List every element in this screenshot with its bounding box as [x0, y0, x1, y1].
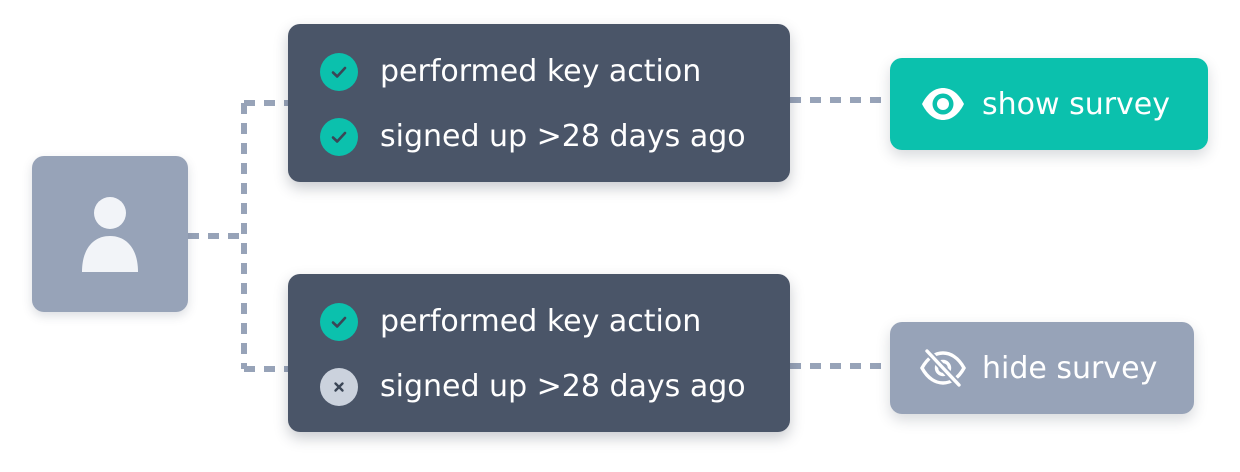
user-node: [32, 156, 188, 312]
check-icon: [320, 303, 358, 341]
condition-row: performed key action: [320, 302, 701, 342]
user-icon: [82, 197, 138, 272]
outcome-label: hide survey: [982, 350, 1158, 386]
condition-label: signed up >28 days ago: [380, 369, 746, 404]
check-icon: [320, 118, 358, 156]
condition-row: signed up >28 days ago: [320, 367, 746, 407]
condition-label: signed up >28 days ago: [380, 119, 746, 154]
cross-icon: [320, 368, 358, 406]
hide-survey-node: hide survey: [890, 322, 1194, 414]
condition-row: signed up >28 days ago: [320, 117, 746, 157]
check-icon: [320, 53, 358, 91]
condition-label: performed key action: [380, 304, 702, 339]
eye-off-icon: [920, 348, 966, 388]
condition-row: performed key action: [320, 52, 701, 92]
condition-card-top: performed key action signed up >28 days …: [288, 24, 790, 182]
condition-label: performed key action: [380, 54, 702, 89]
condition-card-bottom: performed key action signed up >28 days …: [288, 274, 790, 432]
outcome-label: show survey: [982, 86, 1171, 122]
show-survey-node: show survey: [890, 58, 1208, 150]
eye-icon: [920, 84, 966, 124]
